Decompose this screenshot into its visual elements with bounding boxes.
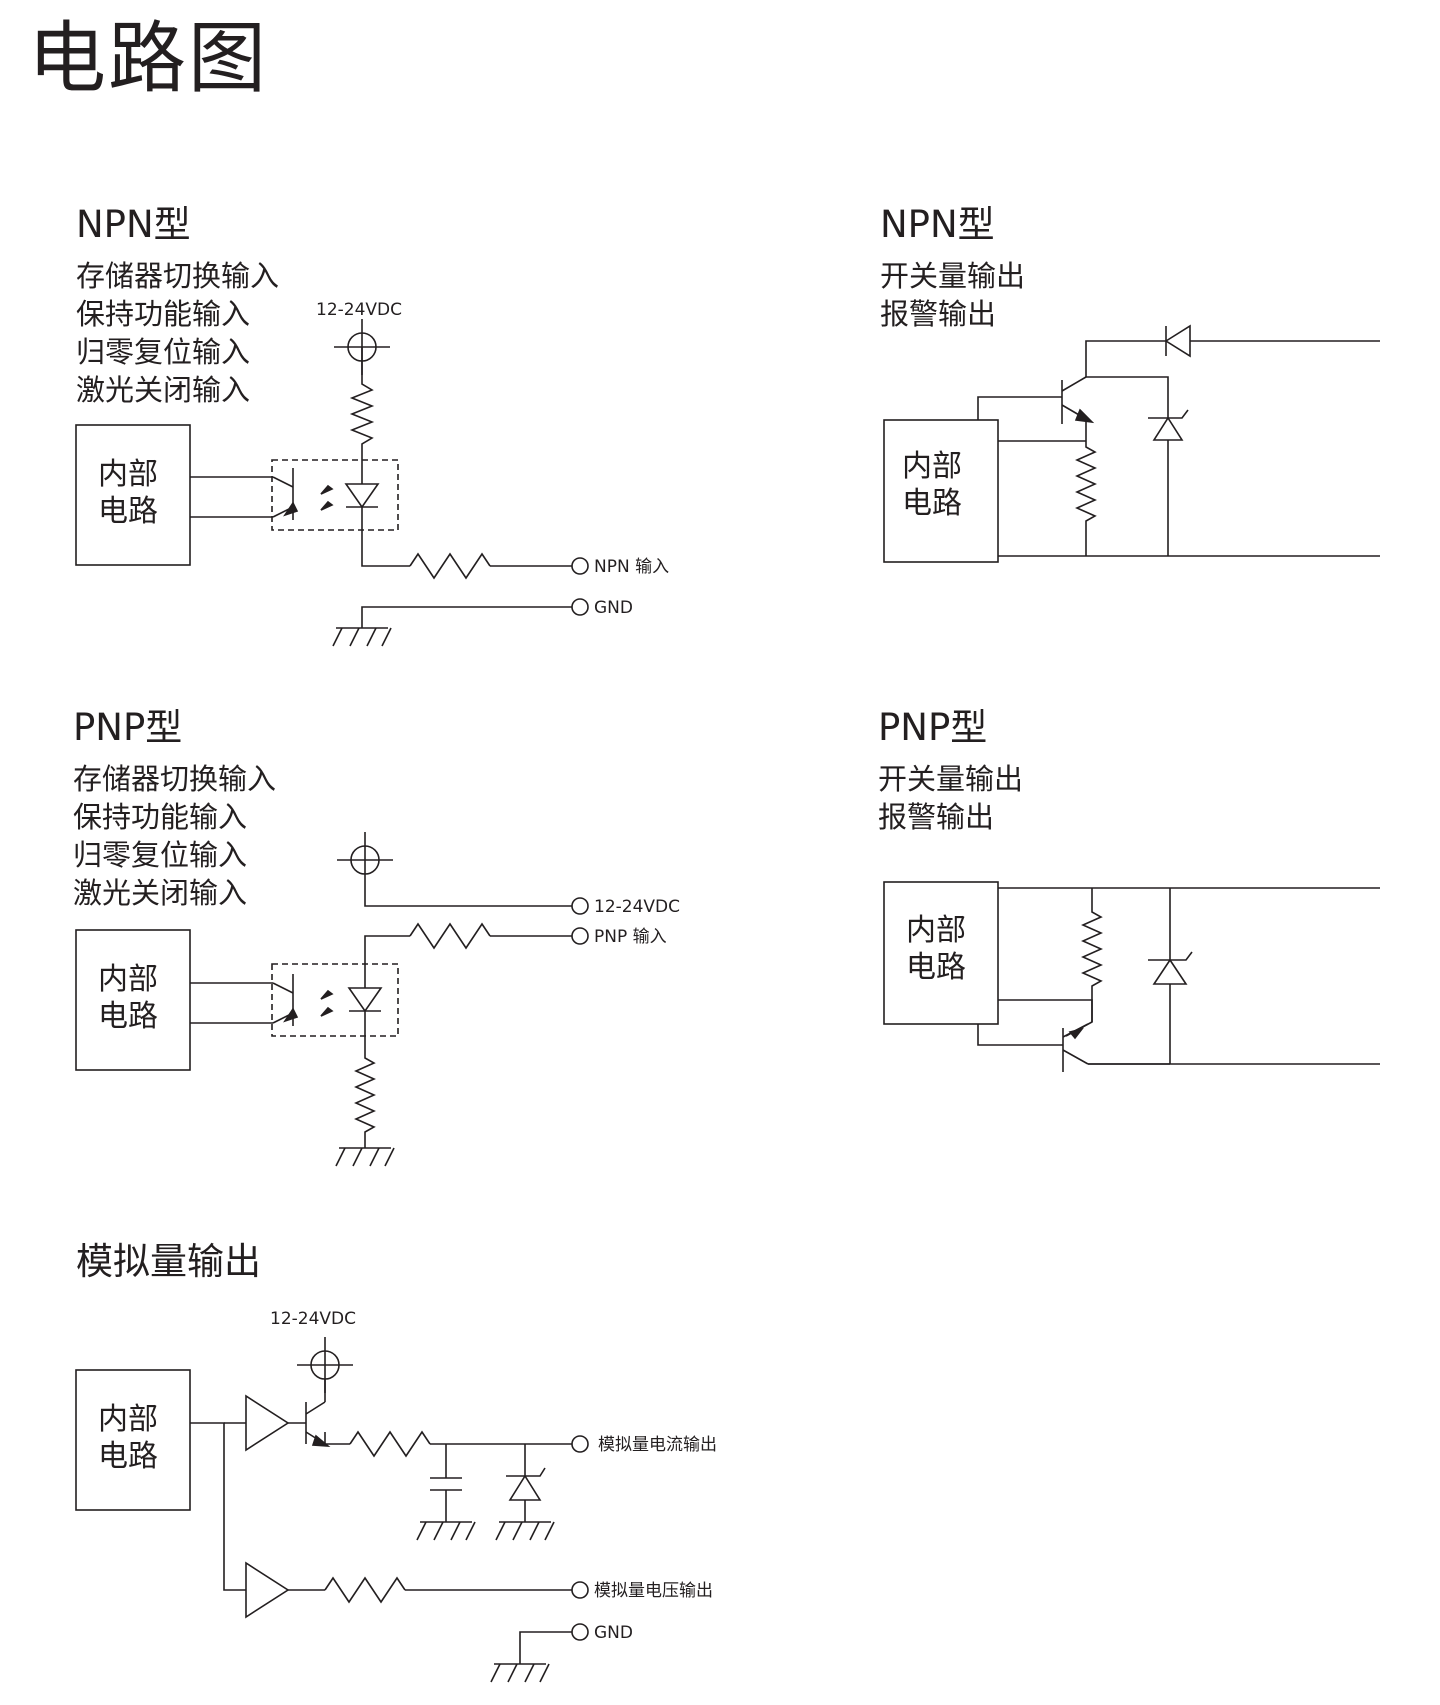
npn-output-line: 报警输出	[880, 297, 997, 331]
optocoupler-outline	[271, 459, 399, 531]
resistor	[324, 1576, 406, 1604]
internal-box-label: 内部	[98, 457, 158, 492]
internal-box-label: 内部	[902, 449, 962, 484]
pnp-input-line: 保持功能输入	[73, 800, 248, 834]
npn-output-function-list: 开关量输出 报警输出	[880, 257, 1025, 333]
terminal-label: 模拟量电流输出	[598, 1435, 717, 1455]
amplifier	[245, 1394, 290, 1452]
terminal-label: NPN 输入	[594, 557, 669, 577]
internal-box-label: 内部	[98, 962, 158, 997]
npn-input-function-list: 存储器切换输入 保持功能输入 归零复位输入 激光关闭输入	[76, 257, 279, 409]
supply-symbol	[333, 318, 391, 376]
pnp-output-circuit	[883, 881, 1380, 1072]
npn-input-line: 归零复位输入	[76, 335, 251, 369]
terminal-gnd	[571, 1623, 589, 1641]
ground-symbol	[335, 1147, 395, 1167]
light-arrow	[320, 484, 334, 495]
npn-input-line: 激光关闭输入	[76, 373, 251, 407]
internal-circuit-box	[883, 881, 999, 1025]
npn-input-line: 存储器切换输入	[76, 259, 280, 293]
internal-box-label: 内部	[906, 913, 966, 948]
terminal-12-24vdc	[571, 897, 589, 915]
resistor	[409, 552, 491, 580]
pnp-input-line: 归零复位输入	[73, 838, 248, 872]
pnp-output-line: 开关量输出	[878, 762, 1024, 796]
npn-output-circuit	[883, 324, 1380, 563]
zener-diode	[1152, 958, 1188, 985]
terminal-gnd	[571, 598, 589, 616]
ground-symbol	[490, 1663, 550, 1683]
supply-label: 12-24VDC	[316, 300, 402, 320]
terminal-label: 12-24VDC	[594, 897, 680, 917]
pnp-input-title: PNP型	[73, 706, 183, 749]
npn-output-title: NPN型	[880, 203, 995, 246]
internal-circuit-box	[75, 1369, 191, 1511]
internal-box-label: 电路	[98, 1439, 158, 1474]
internal-box-label: 电路	[902, 486, 962, 521]
internal-box-label: 电路	[906, 950, 966, 985]
internal-box-label: 内部	[98, 1402, 158, 1437]
led-diode	[347, 987, 383, 1013]
emitter-arrow	[283, 501, 299, 517]
resistor	[349, 380, 375, 484]
amplifier	[245, 1561, 290, 1619]
terminal-current-output	[571, 1435, 589, 1453]
light-arrow	[320, 500, 334, 511]
terminal-label: GND	[594, 1623, 633, 1643]
ground-symbol	[495, 1521, 555, 1541]
pnp-input-function-list: 存储器切换输入 保持功能输入 归零复位输入 激光关闭输入	[73, 760, 276, 912]
resistor	[349, 1430, 431, 1458]
pnp-input-line: 存储器切换输入	[73, 762, 277, 796]
terminal-npn-input	[571, 557, 589, 575]
led-diode	[344, 483, 380, 509]
output-diode	[1164, 324, 1191, 358]
internal-circuit-box	[883, 419, 999, 563]
supply-symbol	[336, 831, 394, 889]
terminal-label: 模拟量电压输出	[594, 1581, 713, 1601]
internal-box-label: 电路	[98, 494, 158, 529]
supply-label: 12-24VDC	[270, 1309, 356, 1329]
supply-symbol	[296, 1336, 354, 1394]
terminal-label: PNP 输入	[594, 927, 667, 947]
optocoupler-outline	[271, 963, 399, 1037]
zener-diode	[1152, 416, 1184, 441]
pnp-input-line: 激光关闭输入	[73, 876, 248, 910]
terminal-voltage-output	[571, 1581, 589, 1599]
ground-symbol	[416, 1521, 476, 1541]
npn-output-line: 开关量输出	[880, 259, 1026, 293]
resistor	[354, 1011, 376, 1148]
page-title: 电路图	[28, 14, 269, 104]
pnp-output-title: PNP型	[878, 706, 988, 749]
internal-circuit-box	[75, 929, 191, 1071]
analog-output-title: 模拟量输出	[76, 1240, 261, 1283]
resistor	[1075, 419, 1097, 556]
terminal-pnp-input	[571, 927, 589, 945]
npn-input-line: 保持功能输入	[76, 297, 251, 331]
internal-box-label: 电路	[98, 999, 158, 1034]
analog-output-circuit	[75, 1336, 589, 1683]
pnp-input-circuit	[75, 831, 589, 1167]
internal-circuit-box	[75, 424, 191, 566]
pnp-output-line: 报警输出	[878, 800, 995, 834]
npn-input-title: NPN型	[76, 203, 191, 246]
ground-symbol	[332, 627, 392, 647]
resistor	[409, 922, 491, 950]
npn-input-circuit	[75, 318, 589, 647]
resistor	[1081, 888, 1103, 1022]
terminal-label: GND	[594, 598, 633, 618]
pnp-output-function-list: 开关量输出 报警输出	[878, 760, 1023, 836]
zener-diode	[508, 1474, 542, 1501]
